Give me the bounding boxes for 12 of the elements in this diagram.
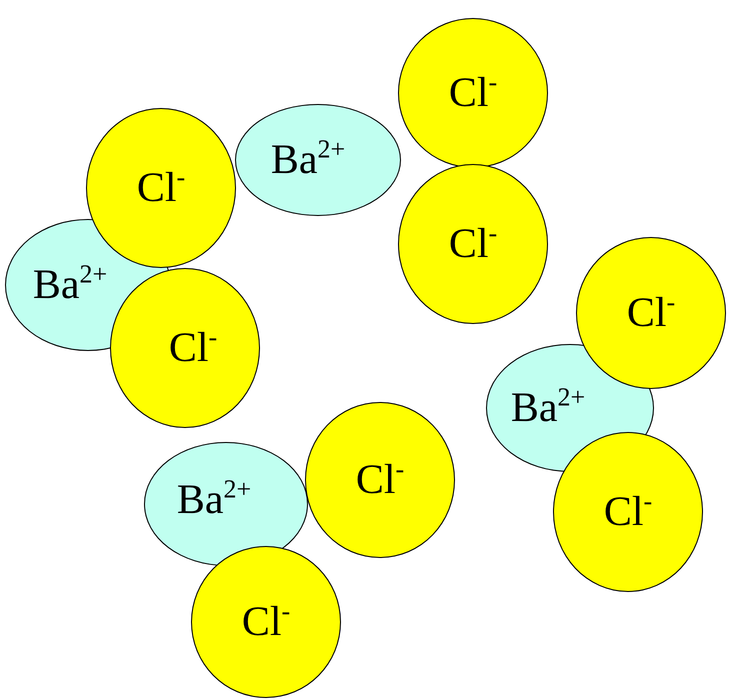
ion-label: Cl$^{-}$ (604, 488, 652, 536)
ion-label: Ba$^{2+}$ (176, 476, 252, 524)
ion-label: Ba$^{2+}$ (32, 261, 108, 309)
ion-label: Ba$^{2+}$ (510, 384, 586, 432)
ion-label: Cl$^{-}$ (356, 456, 404, 504)
ion-label: Cl$^{-}$ (168, 324, 218, 372)
ion-label: Cl$^{-}$ (448, 69, 498, 117)
ion-label: Cl$^{-}$ (448, 220, 498, 268)
ion-label: Ba$^{2+}$ (270, 136, 346, 184)
ion-label: Cl$^{-}$ (242, 598, 290, 646)
ion-label: Cl$^{-}$ (626, 289, 676, 337)
ion-label: Cl$^{-}$ (136, 164, 186, 212)
